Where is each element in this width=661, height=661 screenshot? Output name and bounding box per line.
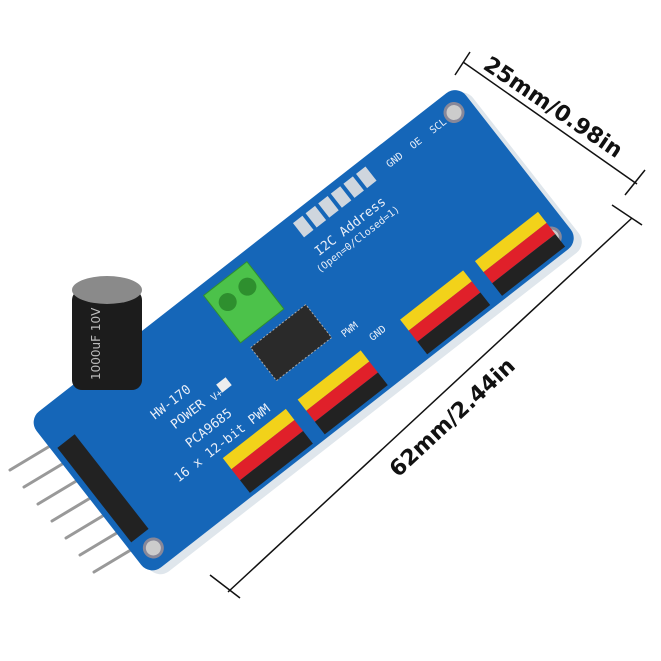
mounting-hole [443,102,465,124]
dimension-tick [611,204,643,226]
terminal-screw [238,277,257,296]
dimension-line [227,217,633,593]
pca9685-chip [249,303,333,382]
header-group [222,408,313,493]
mounting-hole [142,537,164,559]
capacitor: 1000uF 10V [72,276,142,390]
header-group [297,350,388,435]
capacitor-label: 1000uF 10V [89,307,103,380]
power-terminal-block [202,260,285,344]
dimension-tick [454,51,471,76]
address-pads [292,166,377,238]
power-led [216,377,232,393]
side-header [57,434,149,543]
dimension-line [462,61,638,185]
servo-headers [222,211,566,493]
header-group [474,211,566,296]
header-group [400,270,491,355]
terminal-screw [218,293,237,312]
dimension-tick [209,574,241,599]
